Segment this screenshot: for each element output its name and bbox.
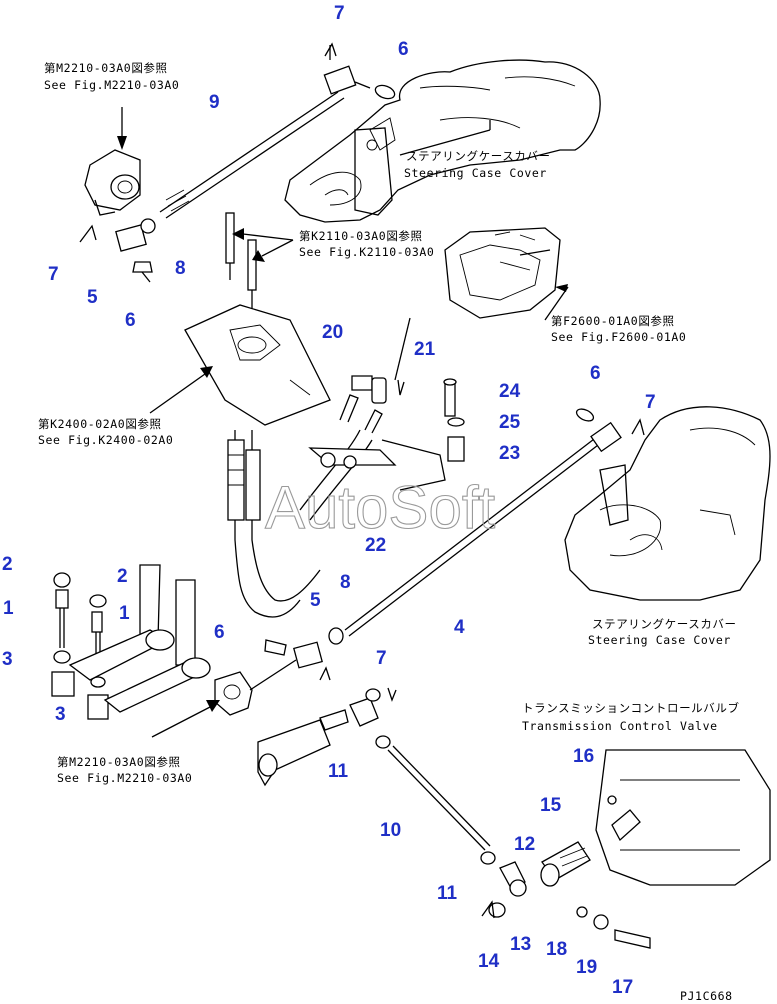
part-number: 6	[125, 310, 136, 331]
part-number: 7	[48, 264, 59, 285]
part-number: 1	[119, 603, 130, 624]
part-number: 3	[2, 649, 13, 670]
part-number: 5	[87, 287, 98, 308]
rod-4-assembly	[264, 408, 645, 681]
part-number: 4	[454, 617, 465, 638]
part-number: 20	[322, 322, 343, 343]
part-number: 21	[414, 339, 436, 360]
part-number: 7	[334, 3, 345, 24]
watermark: AutoSoft	[265, 474, 495, 541]
lower-linkage	[257, 687, 527, 919]
label-transmission-control-valve-en: Transmission Control Valve	[522, 719, 718, 733]
part-number: 18	[546, 939, 567, 960]
transmission-control-valve	[540, 749, 771, 949]
part-number: 10	[380, 820, 401, 841]
part-number: 6	[590, 363, 601, 384]
leader-arrows	[117, 107, 569, 738]
part-number: 6	[398, 39, 409, 60]
drawing-code: PJ1C668	[680, 989, 733, 1003]
steering-case-cover-right	[564, 406, 771, 601]
part-number: 12	[514, 834, 535, 855]
floor-plate-k2400	[184, 304, 331, 426]
part-number: 7	[376, 648, 387, 669]
part-number: 7	[645, 392, 656, 413]
ref-k2400-jp: 第K2400-02A0図参照	[38, 417, 162, 431]
valve-body-f2600	[444, 227, 561, 319]
part-number: 11	[437, 883, 458, 904]
ref-k2110-en: See Fig.K2110-03A0	[299, 245, 434, 259]
ref-m2210-top-en: See Fig.M2210-03A0	[44, 78, 179, 92]
ref-f2600-en: See Fig.F2600-01A0	[551, 330, 686, 344]
part-number: 25	[499, 412, 521, 433]
ref-k2400-en: See Fig.K2400-02A0	[38, 433, 173, 447]
part-number: 2	[117, 566, 128, 587]
part-number: 23	[499, 443, 520, 464]
steering-case-cover-top	[284, 59, 601, 223]
label-steering-case-cover-top-en: Steering Case Cover	[404, 166, 547, 180]
ref-m2210-bottom-en: See Fig.M2210-03A0	[57, 771, 192, 785]
part-number: 17	[612, 977, 633, 998]
label-steering-case-cover-top-jp: ステアリングケースカバー	[406, 149, 551, 163]
part-number: 1	[3, 598, 14, 619]
label-transmission-control-valve-jp: トランスミッションコントロールバルブ	[522, 701, 740, 715]
ref-m2210-top-jp: 第M2210-03A0図参照	[44, 61, 168, 75]
part-number: 8	[340, 572, 351, 593]
ref-f2600-jp: 第F2600-01A0図参照	[551, 314, 675, 328]
control-cables	[225, 212, 373, 618]
part-number: 22	[365, 535, 386, 556]
part-number: 13	[510, 934, 531, 955]
part-number: 2	[2, 554, 13, 575]
part-number: 5	[310, 590, 321, 611]
part-number: 6	[214, 622, 225, 643]
part-number: 11	[328, 761, 349, 782]
part-number: 14	[478, 951, 500, 972]
part-number: 24	[499, 381, 521, 402]
part-number: 3	[55, 704, 66, 725]
label-steering-case-cover-right-jp: ステアリングケースカバー	[592, 617, 737, 631]
ref-m2210-bottom-jp: 第M2210-03A0図参照	[57, 755, 181, 769]
rod-9-assembly	[159, 42, 396, 219]
ref-k2110-jp: 第K2110-03A0図参照	[299, 229, 423, 243]
cable-bracket-assembly	[308, 317, 465, 491]
label-steering-case-cover-right-en: Steering Case Cover	[588, 633, 731, 647]
part-number: 9	[209, 92, 220, 113]
part-number: 8	[175, 258, 186, 279]
part-number: 15	[540, 795, 562, 816]
part-number: 19	[576, 957, 597, 978]
bellcrank-top-left	[79, 149, 156, 283]
part-number: 16	[573, 746, 594, 767]
left-linkage	[51, 564, 297, 720]
